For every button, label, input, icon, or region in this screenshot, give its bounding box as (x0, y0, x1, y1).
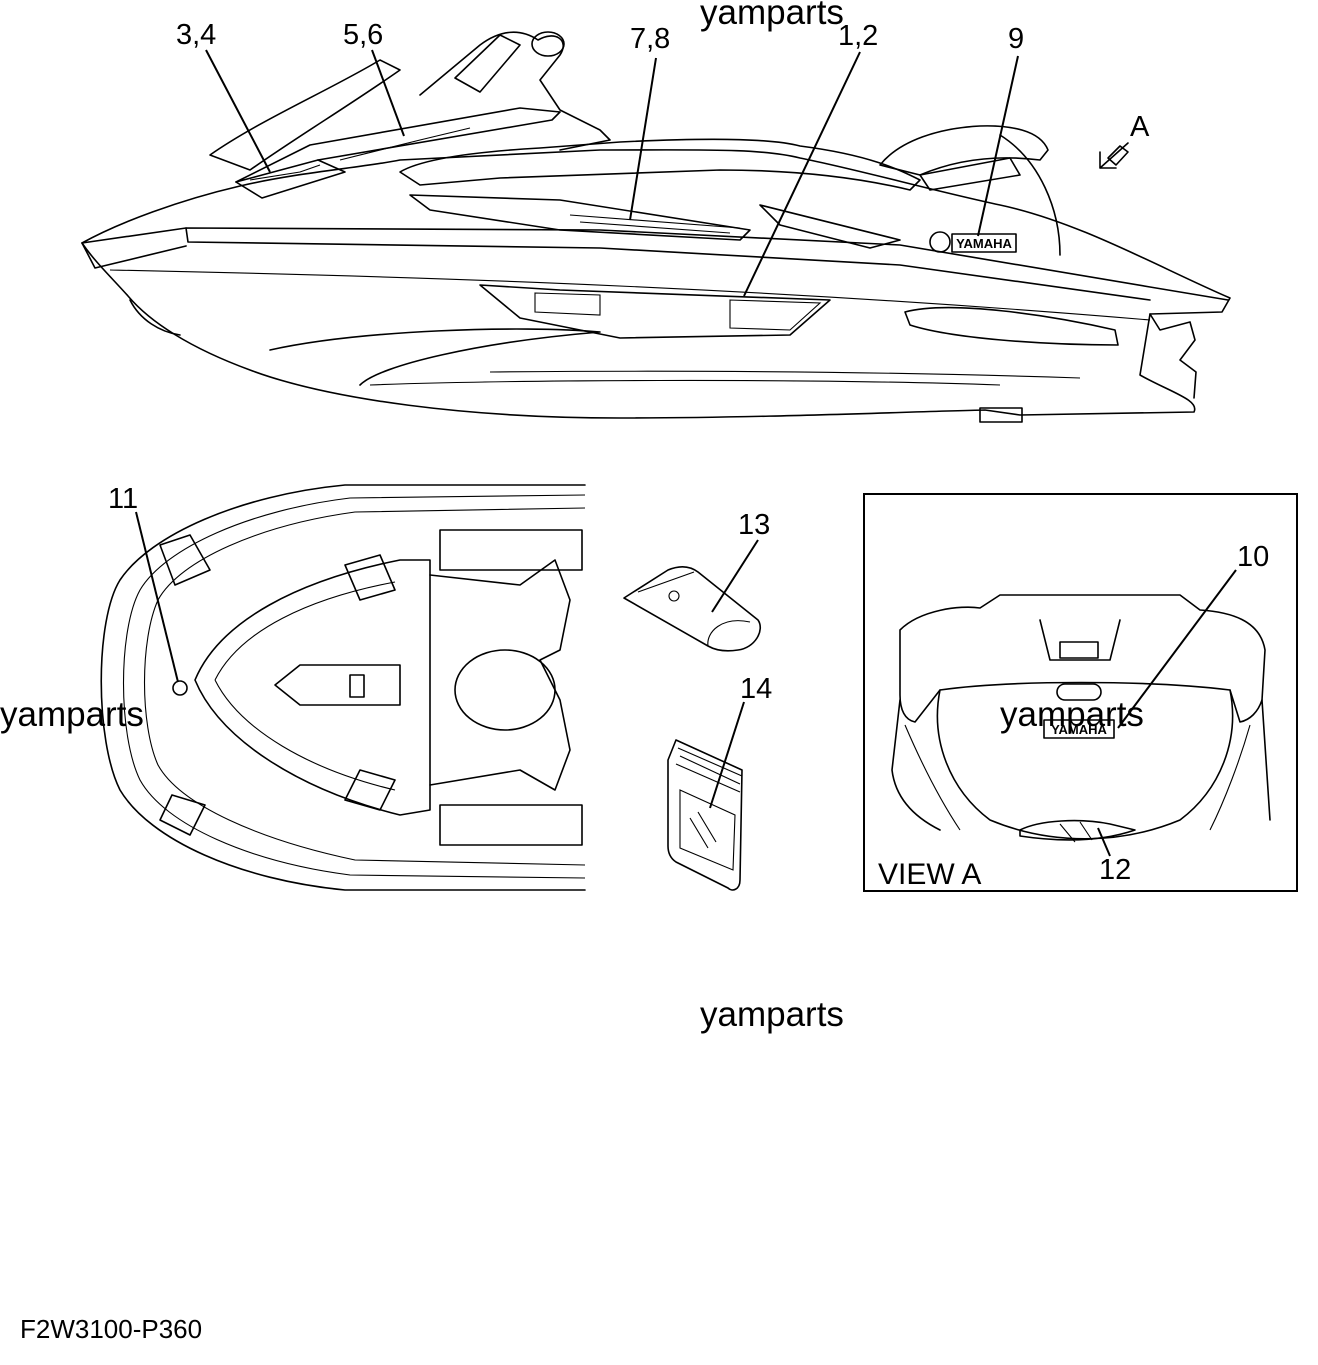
hood-vent (235, 159, 346, 199)
view-direction-arrow-icon (1099, 142, 1129, 169)
watermark-center: yamparts (700, 995, 844, 1034)
watermark-top: yamparts (700, 0, 844, 32)
part-14-seal-lines (675, 739, 743, 793)
hood-top-lines (214, 581, 396, 791)
part-13-outline (623, 566, 762, 652)
tuning-fork-logo-icon (929, 231, 951, 253)
front-keel (129, 299, 181, 336)
yamaha-side-decal: YAMAHA (929, 231, 1017, 253)
leader-7-8 (629, 57, 657, 221)
stern-bracket (1149, 313, 1197, 399)
side-decal-stripes (569, 214, 741, 234)
hull-outline (81, 149, 1231, 419)
leader-9 (977, 55, 1019, 237)
part-14-outline (667, 739, 743, 891)
front-bumper (81, 242, 187, 269)
seat (399, 138, 921, 191)
deck-pad-bottom (439, 804, 583, 846)
rear-brand-decal-box (1043, 719, 1115, 739)
brand-decal-box (951, 233, 1017, 253)
leader-3-4 (205, 49, 271, 173)
rear-seat-hump (879, 125, 1049, 176)
side-view-watercraft: YAMAHA 3,4 5,6 7,8 1,2 9 A (81, 19, 1231, 423)
rear-deck-strip (919, 157, 1021, 191)
part-13-cover: 13 (623, 509, 770, 652)
watermark-view-a: yamparts (1000, 695, 1144, 734)
bow-outer-outline (100, 484, 586, 891)
top-view-bow: 11 (100, 483, 586, 891)
side-decal-lower-stripes (534, 292, 822, 331)
bow-outline-3 (143, 507, 586, 866)
callout-14: 14 (740, 673, 772, 705)
rear-hull-sides (891, 699, 1271, 831)
rear-deck-hatch (1039, 619, 1121, 661)
rear-deck-latch (1059, 641, 1099, 659)
handlebar-top (429, 559, 571, 791)
part-14-window (679, 789, 736, 871)
callout-13: 13 (738, 509, 770, 541)
leader-11 (135, 511, 179, 683)
view-arrow-body (1107, 145, 1129, 166)
model-decal-12 (1019, 819, 1136, 841)
leader-14 (709, 701, 745, 809)
rear-grab-rails (904, 724, 1251, 831)
mirror-mounts (344, 554, 396, 811)
leader-12 (1097, 827, 1111, 857)
handlebar-hub (454, 649, 556, 731)
rear-ski-eye (1056, 683, 1102, 701)
handlebar-pod (419, 31, 611, 151)
callout-9: 9 (1008, 23, 1024, 55)
side-accent-stripe (759, 204, 901, 249)
bow-cleat-bottom (159, 794, 206, 836)
side-decal-upper (409, 194, 751, 241)
rear-grab-handle (999, 134, 1061, 256)
hood-top (194, 559, 431, 816)
deck-pad-top (439, 529, 583, 571)
stern-step (979, 407, 1023, 423)
throttle-knob (531, 31, 565, 57)
brand-decal-text: YAMAHA (956, 236, 1012, 251)
hood-decal-lines (249, 127, 471, 181)
part-14-glare (689, 811, 717, 849)
rear-brand-decal-text: YAMAHA (1051, 722, 1107, 737)
side-decal-lower (479, 284, 831, 339)
callout-view-a: A (1130, 111, 1150, 143)
leader-10 (1117, 569, 1237, 729)
model-decal-strokes (1059, 821, 1093, 843)
callout-10: 10 (1237, 541, 1269, 573)
callout-5-6: 5,6 (343, 19, 383, 51)
callout-3-4: 3,4 (176, 19, 216, 51)
bow-outline-2 (123, 494, 586, 879)
view-a-panel: YAMAHA 10 12 VIEW A (863, 493, 1298, 892)
gunwale-lower-line (185, 227, 1151, 301)
part-13-hole (668, 590, 680, 602)
leader-1-2 (743, 51, 861, 297)
view-a-frame (863, 493, 1298, 892)
callout-1-2: 1,2 (838, 20, 878, 52)
sponson (904, 306, 1119, 346)
rear-deck-outline (899, 594, 1266, 723)
callout-11: 11 (108, 483, 138, 515)
hood-center-panel (274, 664, 401, 706)
hull-swoosh-lines (369, 370, 1081, 386)
hull-swoosh-front (269, 328, 601, 386)
callout-7-8: 7,8 (630, 23, 670, 55)
bow-cleat-top (159, 534, 211, 586)
view-a-label: VIEW A (878, 858, 981, 891)
part-14-manual-pouch: 14 (667, 673, 772, 891)
hood-upper (209, 59, 401, 171)
leader-5-6 (371, 49, 405, 137)
leader-13 (711, 539, 759, 613)
part-13-edges (637, 571, 751, 647)
gunwale-line (81, 227, 1229, 301)
chine-line (109, 269, 1151, 321)
figure-code: F2W3100-P360 (20, 1314, 202, 1344)
hood-latch (349, 674, 365, 698)
handlebar-grip (454, 34, 521, 93)
decal-11-marker (172, 680, 188, 696)
watermark-left: yamparts (0, 695, 144, 734)
callout-12: 12 (1099, 854, 1131, 886)
